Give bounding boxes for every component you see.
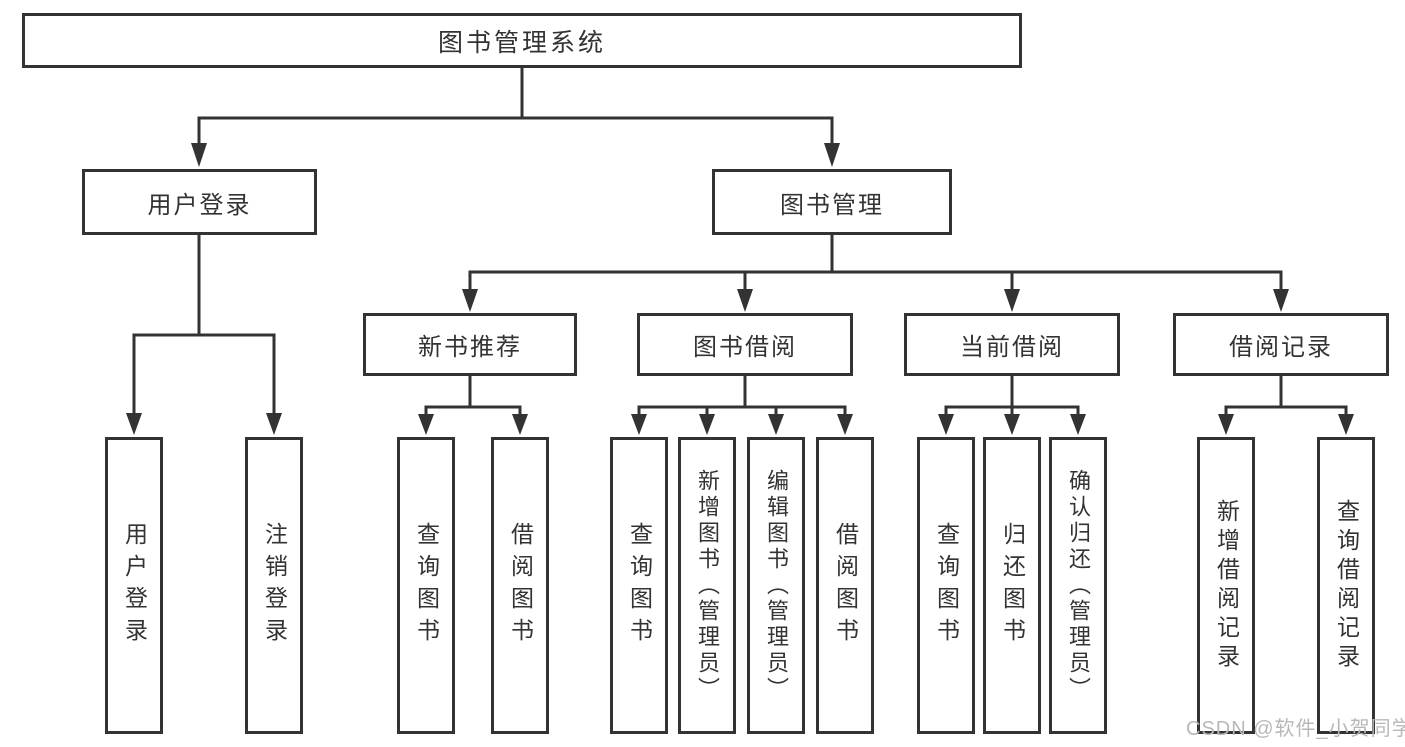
node-label: 用户登录 <box>147 191 252 219</box>
node-label: 归还图书 <box>999 521 1026 650</box>
node-current-borrowing: 当前借阅 <box>904 313 1120 376</box>
node-label: 图书借阅 <box>693 334 797 361</box>
node-new-book-recommendation: 新书推荐 <box>363 313 577 376</box>
arrowhead <box>1218 414 1354 435</box>
node-borrow-books-recommend: 借阅图书 <box>491 437 549 734</box>
connector-line <box>424 374 522 418</box>
node-label: 查询借阅记录 <box>1333 498 1360 673</box>
connector-line <box>197 66 834 147</box>
connector-root-to-level2 <box>191 66 840 167</box>
node-add-borrow-record: 新增借阅记录 <box>1197 437 1255 734</box>
arrowhead <box>631 414 853 435</box>
node-label: 确认归还（管理员） <box>1066 468 1091 703</box>
node-book-borrowing: 图书借阅 <box>637 313 853 376</box>
arrowhead <box>418 414 528 435</box>
node-borrow-books-borrowing: 借阅图书 <box>816 437 874 734</box>
node-confirm-return-admin: 确认归还（管理员） <box>1049 437 1107 734</box>
node-label: 编辑图书（管理员） <box>764 468 789 703</box>
node-user-login: 用户登录 <box>82 169 317 235</box>
node-label: 借阅图书 <box>507 521 534 650</box>
connector-line <box>637 374 847 418</box>
node-label: 新书推荐 <box>418 334 522 361</box>
node-query-books-current: 查询图书 <box>917 437 975 734</box>
node-label: 借阅记录 <box>1229 334 1333 361</box>
connector-borrowing-records-children <box>1218 374 1354 435</box>
arrowhead <box>462 289 1289 312</box>
connector-line <box>1224 374 1348 418</box>
arrowhead <box>938 414 1086 435</box>
node-borrowing-records: 借阅记录 <box>1173 313 1389 376</box>
node-edit-book-admin: 编辑图书（管理员） <box>747 437 805 734</box>
node-library-management-system: 图书管理系统 <box>22 13 1022 68</box>
node-label: 新增借阅记录 <box>1213 498 1240 673</box>
watermark-text: CSDN @软件_小贺同学 <box>1186 718 1405 740</box>
arrowhead <box>126 413 282 435</box>
connector-line <box>132 233 276 418</box>
arrowhead <box>191 143 840 167</box>
node-label: 当前借阅 <box>960 334 1064 361</box>
connector-line <box>944 374 1080 418</box>
node-label: 查询图书 <box>626 521 653 650</box>
node-query-books-recommend: 查询图书 <box>397 437 455 734</box>
node-logout: 注销登录 <box>245 437 303 734</box>
node-query-borrow-record: 查询借阅记录 <box>1317 437 1375 734</box>
node-query-books-borrowing: 查询图书 <box>610 437 668 734</box>
node-label: 查询图书 <box>933 521 960 650</box>
node-user-login-leaf: 用户登录 <box>105 437 163 734</box>
node-label: 用户登录 <box>121 521 148 650</box>
node-label: 图书管理 <box>780 191 884 219</box>
connector-book-management-children <box>462 233 1289 312</box>
connector-book-borrowing-children <box>631 374 853 435</box>
node-add-book-admin: 新增图书（管理员） <box>678 437 736 734</box>
node-label: 新增图书（管理员） <box>695 468 720 703</box>
connector-user-login-children <box>126 233 282 435</box>
node-label: 查询图书 <box>413 521 440 650</box>
node-label: 图书管理系统 <box>437 28 606 57</box>
connector-line <box>468 233 1283 293</box>
node-book-management: 图书管理 <box>712 169 952 235</box>
connector-current-borrowing-children <box>938 374 1086 435</box>
connector-new-book-recommendation-children <box>418 374 528 435</box>
node-label: 注销登录 <box>261 521 288 650</box>
node-label: 借阅图书 <box>832 521 859 650</box>
node-return-books: 归还图书 <box>983 437 1041 734</box>
